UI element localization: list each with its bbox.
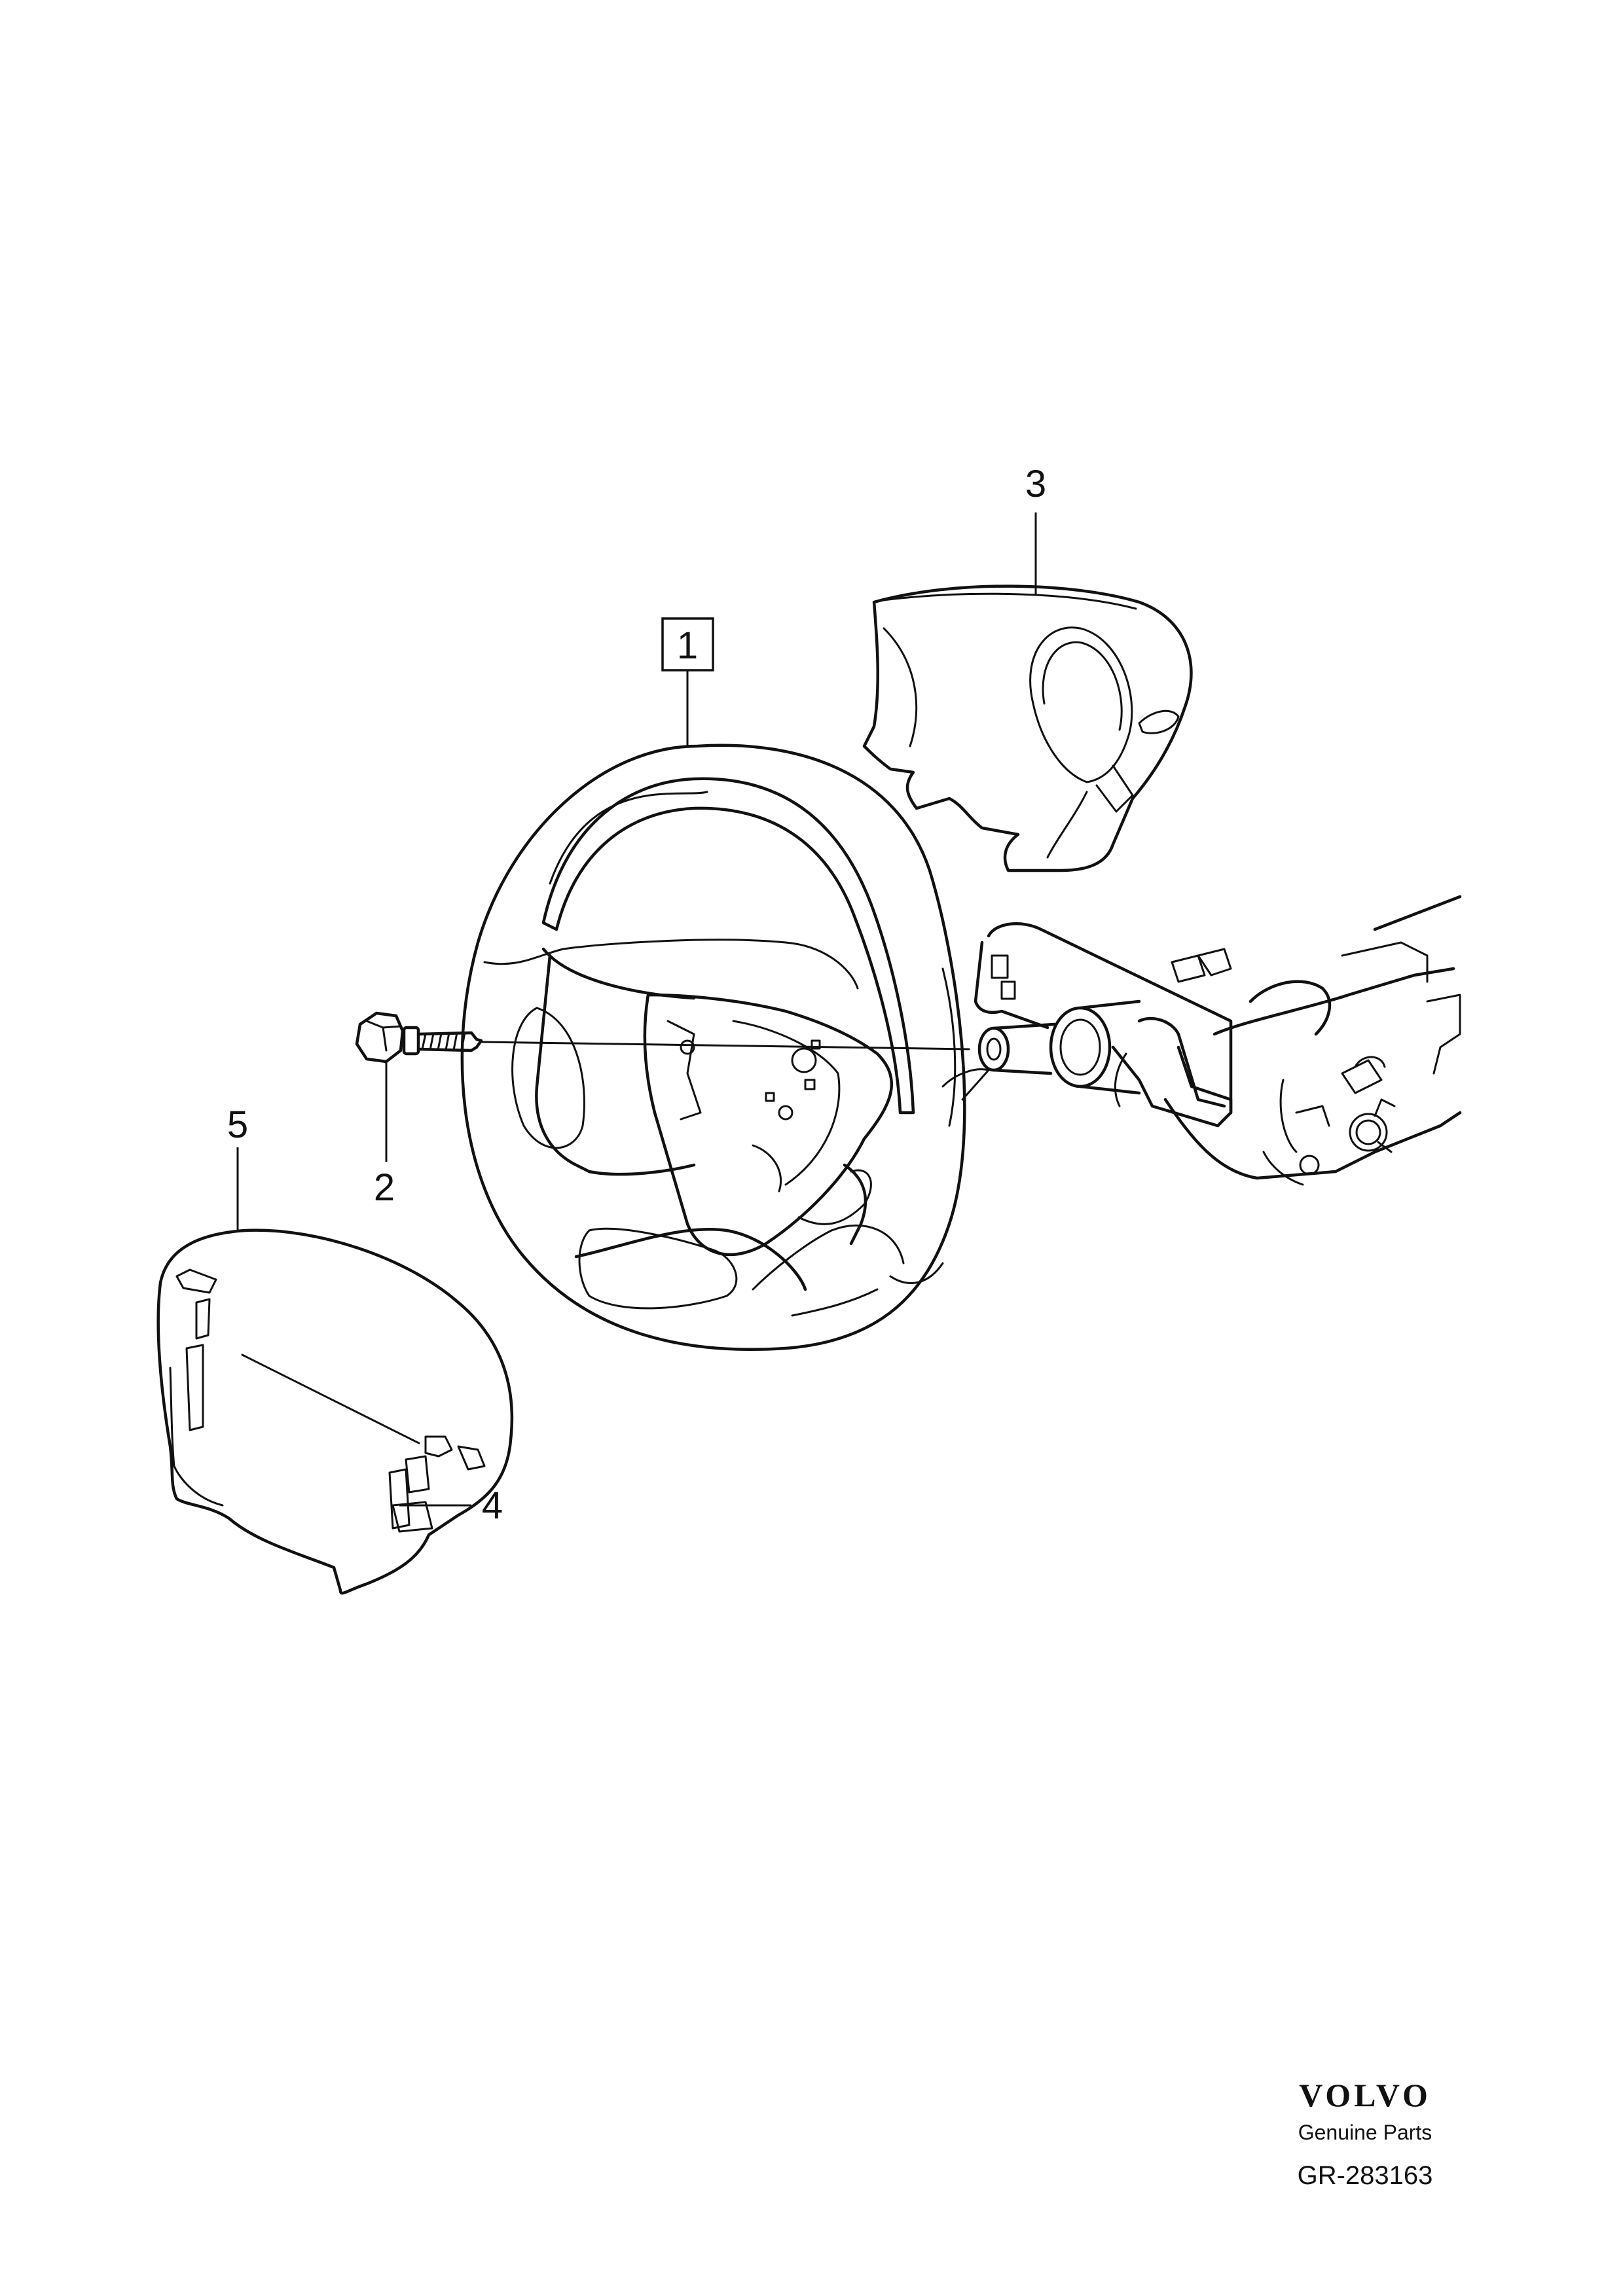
callout-3: 3 xyxy=(1025,463,1046,505)
steering-column-cover-drawing xyxy=(862,584,1193,872)
callouts: 1 2 3 4 5 xyxy=(227,463,1046,1527)
brand-logo: VOLVO xyxy=(1299,2077,1431,2113)
callout-5: 5 xyxy=(227,1103,248,1146)
brand-subtitle: Genuine Parts xyxy=(1298,2121,1432,2144)
steering-column-drawing xyxy=(941,895,1462,1186)
leader-lines xyxy=(236,512,1037,1507)
airbag-module-drawing xyxy=(156,1229,514,1595)
diagram-reference: GR-283163 xyxy=(1297,2161,1433,2190)
steering-wheel-drawing xyxy=(460,744,966,1351)
callout-1-box xyxy=(661,617,714,672)
callout-1: 1 xyxy=(677,624,698,667)
bolt-drawing xyxy=(355,1011,970,1064)
callout-4: 4 xyxy=(482,1484,503,1527)
callout-2: 2 xyxy=(374,1166,395,1209)
